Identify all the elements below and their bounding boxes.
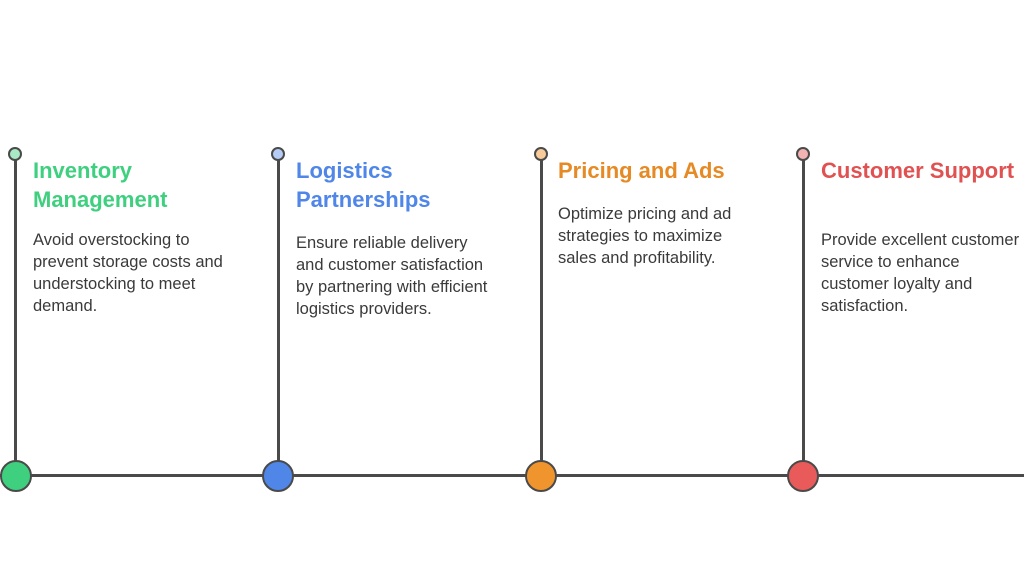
stage-4-description: Provide excellent customer service to en… [821,231,1020,315]
stage-1-bottom-node-icon [0,460,32,492]
stage-3-description: Optimize pricing and ad strategies to ma… [558,205,732,267]
stage-3-bottom-node-icon [525,460,557,492]
stage-4-bottom-node-icon [787,460,819,492]
stage-4-title: Customer Support [821,158,1015,183]
timeline-axis [0,474,1024,477]
stage-2-top-node-icon [271,147,285,161]
stage-3-title: Pricing and Ads [558,158,725,183]
stage-1-stem [14,160,17,462]
stage-3-top-node-icon [534,147,548,161]
stage-4-stem [802,160,805,462]
stage-2-stem [277,160,280,462]
stage-4-top-node-icon [796,147,810,161]
stage-3-stem [540,160,543,462]
stage-1-title: Inventory Management [33,158,168,212]
stage-1-top-node-icon [8,147,22,161]
stage-2-description: Ensure reliable delivery and customer sa… [296,234,488,318]
stage-2-title: Logistics Partnerships [296,158,431,212]
stage-1-description: Avoid overstocking to prevent storage co… [33,231,223,315]
stage-2-bottom-node-icon [262,460,294,492]
